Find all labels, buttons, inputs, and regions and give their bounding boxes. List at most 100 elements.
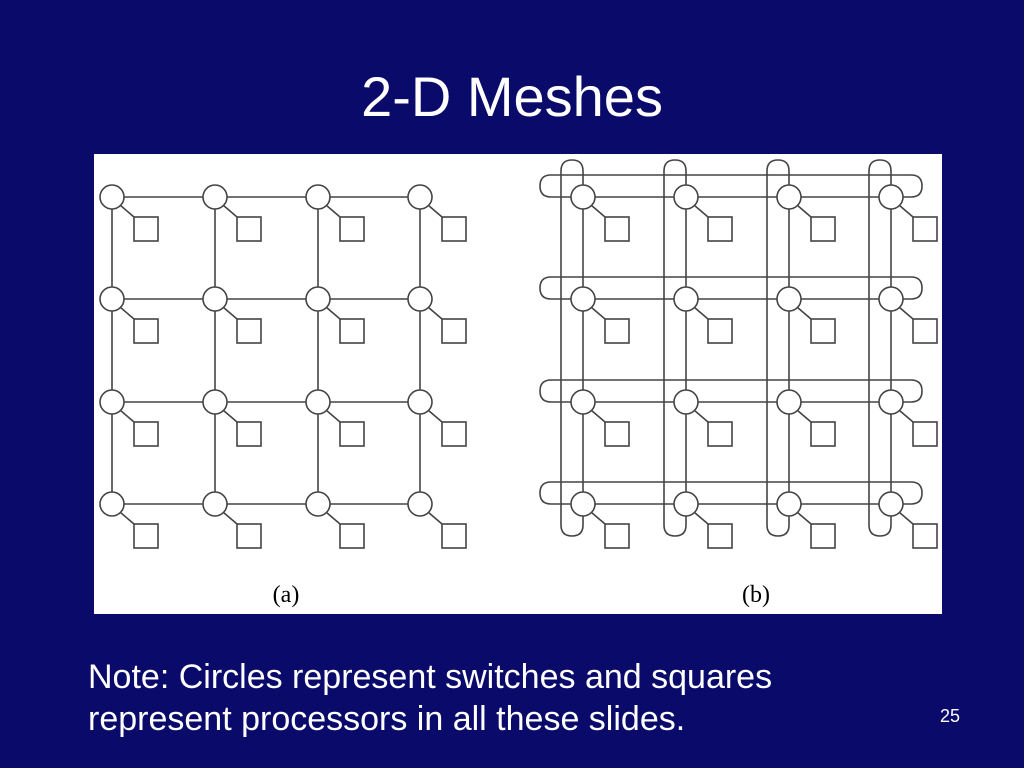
switch-circle: [776, 491, 802, 517]
processor-square: [810, 523, 836, 549]
switch-circle: [202, 184, 228, 210]
switch-processor-link: [898, 511, 914, 525]
processor-square: [604, 318, 630, 344]
slide-note: Note: Circles represent switches and squ…: [88, 658, 773, 738]
switch-circle: [673, 184, 699, 210]
row-wraparound-link: [539, 174, 923, 198]
processor-square: [810, 318, 836, 344]
switch-circle: [407, 184, 433, 210]
processor-square: [339, 318, 365, 344]
switch-circle: [570, 286, 596, 312]
mesh-figure: (a) (b): [94, 154, 942, 614]
switch-processor-link: [693, 204, 709, 218]
switch-processor-link: [693, 409, 709, 423]
switch-processor-link: [222, 409, 238, 423]
switch-processor-link: [590, 409, 606, 423]
switch-processor-link: [222, 306, 238, 320]
processor-square: [604, 216, 630, 242]
switch-processor-link: [325, 306, 341, 320]
switch-circle: [776, 286, 802, 312]
processor-square: [912, 216, 938, 242]
processor-square: [441, 421, 467, 447]
processor-square: [441, 216, 467, 242]
switch-processor-link: [427, 204, 443, 218]
mesh-panel-a: [99, 184, 467, 549]
switch-processor-link: [898, 409, 914, 423]
row-wraparound-link: [539, 276, 923, 300]
switch-circle: [878, 286, 904, 312]
switch-processor-link: [590, 306, 606, 320]
switch-processor-link: [119, 204, 135, 218]
switch-processor-link: [119, 511, 135, 525]
switch-circle: [99, 389, 125, 415]
processor-square: [707, 318, 733, 344]
switch-circle: [878, 389, 904, 415]
switch-processor-link: [898, 306, 914, 320]
switch-circle: [99, 491, 125, 517]
switch-circle: [202, 286, 228, 312]
switch-processor-link: [796, 204, 812, 218]
processor-square: [339, 523, 365, 549]
processor-square: [339, 421, 365, 447]
switch-circle: [407, 491, 433, 517]
switch-circle: [776, 389, 802, 415]
switch-circle: [407, 286, 433, 312]
switch-circle: [878, 491, 904, 517]
column-wraparound-link: [560, 159, 584, 537]
switch-processor-link: [590, 511, 606, 525]
processor-square: [707, 216, 733, 242]
switch-processor-link: [796, 511, 812, 525]
processor-square: [604, 421, 630, 447]
switch-circle: [407, 389, 433, 415]
switch-processor-link: [119, 409, 135, 423]
panel-a-label: (a): [273, 582, 300, 608]
processor-square: [236, 523, 262, 549]
row-wraparound-link: [539, 379, 923, 403]
switch-circle: [99, 184, 125, 210]
switch-processor-link: [796, 409, 812, 423]
switch-circle: [673, 491, 699, 517]
switch-circle: [305, 184, 331, 210]
switch-processor-link: [325, 511, 341, 525]
switch-circle: [305, 491, 331, 517]
processor-square: [912, 421, 938, 447]
processor-square: [339, 216, 365, 242]
processor-square: [133, 421, 159, 447]
switch-circle: [570, 184, 596, 210]
column-wraparound-link: [663, 159, 687, 537]
switch-processor-link: [222, 204, 238, 218]
switch-processor-link: [693, 306, 709, 320]
switch-circle: [878, 184, 904, 210]
switch-processor-link: [325, 409, 341, 423]
processor-square: [707, 421, 733, 447]
processor-square: [810, 421, 836, 447]
processor-square: [133, 318, 159, 344]
switch-circle: [99, 286, 125, 312]
processor-square: [133, 216, 159, 242]
mesh-diagrams: (a) (b): [99, 159, 938, 608]
switch-circle: [673, 389, 699, 415]
processor-square: [912, 523, 938, 549]
processor-square: [441, 318, 467, 344]
processor-square: [236, 216, 262, 242]
switch-processor-link: [222, 511, 238, 525]
switch-processor-link: [590, 204, 606, 218]
slide-title: 2-D Meshes: [361, 65, 663, 128]
column-wraparound-link: [766, 159, 790, 537]
switch-circle: [305, 286, 331, 312]
switch-processor-link: [796, 306, 812, 320]
column-wraparound-link: [868, 159, 892, 537]
processor-square: [236, 421, 262, 447]
switch-processor-link: [898, 204, 914, 218]
switch-circle: [202, 389, 228, 415]
torus-panel-b: [539, 159, 938, 549]
switch-circle: [305, 389, 331, 415]
switch-circle: [202, 491, 228, 517]
switch-circle: [776, 184, 802, 210]
processor-square: [133, 523, 159, 549]
switch-circle: [570, 389, 596, 415]
processor-square: [912, 318, 938, 344]
switch-processor-link: [427, 409, 443, 423]
switch-processor-link: [427, 511, 443, 525]
row-wraparound-link: [539, 481, 923, 505]
